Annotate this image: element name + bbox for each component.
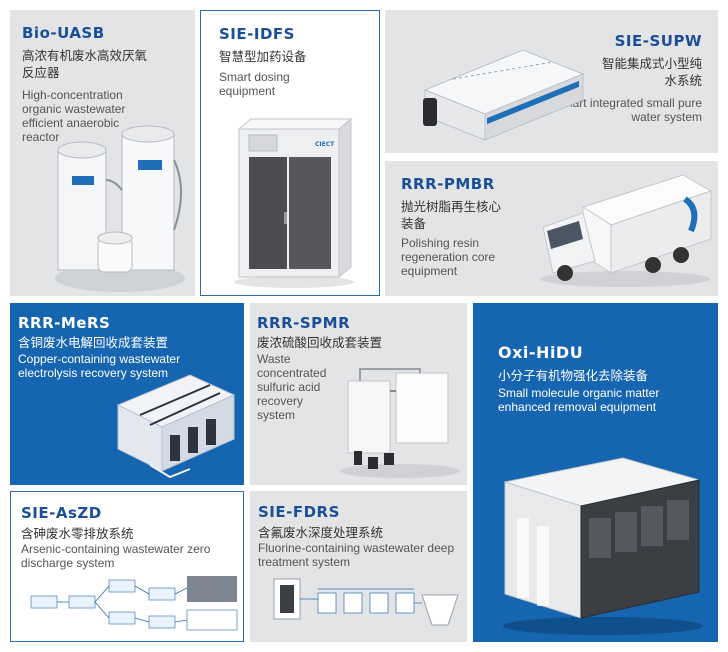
product-name-en: Polishing resin regeneration core equipm… [401,236,496,278]
product-code: SIE-SUPW [614,32,702,50]
card-rrr-pmbr: RRR-PMBR 抛光树脂再生核心装备 Polishing resin rege… [385,161,718,296]
product-name-cn: 含砷废水零排放系统 [21,526,134,541]
product-name-en: Small molecule organic matter enhanced r… [498,386,660,414]
card-bio-uasb: Bio-UASB 高浓有机废水高效厌氧反应器 High-concentratio… [10,10,195,296]
product-name-cn: 含氟废水深度处理系统 [258,525,384,540]
pure-water-system-illustration [423,49,585,141]
treatment-process-illustration [273,578,459,626]
product-name-cn: 小分子有机物强化去除装备 [498,368,649,383]
product-code: RRR-PMBR [401,175,495,193]
product-name-en: Waste concentrated sulfuric acid recover… [257,352,327,422]
acid-recovery-illustration [340,368,460,478]
card-sie-idfs: SIE-IDFS 智慧型加药设备 Smart dosing equipment … [200,10,380,296]
product-name-cn: 智慧型加药设备 [219,49,307,64]
product-name-cn: 抛光树脂再生核心装备 [401,199,502,231]
product-code: RRR-SPMR [257,314,351,332]
product-name-cn: 智能集成式小型纯水系统 [601,56,702,88]
product-name-cn: 含铜废水电解回收成套装置 [18,335,169,350]
product-name-en: Fluorine-containing wastewater deep trea… [258,541,455,569]
product-name-en: High-concentration organic wastewater ef… [22,88,126,144]
card-rrr-spmr: RRR-SPMR 废浓硫酸回收成套装置 Waste concentrated s… [250,303,467,485]
product-name-en: Copper-containing wastewater electrolysi… [18,352,181,380]
electrolysis-system-illustration [116,374,236,479]
product-code: SIE-IDFS [219,25,295,43]
product-code: Oxi-HiDU [498,343,584,362]
card-sie-fdrs: SIE-FDRS 含氟废水深度处理系统 Fluorine-containing … [250,491,467,642]
oxidation-equipment-illustration [503,457,703,635]
brand-logo: CIECT [315,141,335,148]
product-code: SIE-FDRS [258,503,340,521]
product-code: RRR-MeRS [18,314,111,332]
product-name-cn: 高浓有机废水高效厌氧反应器 [22,48,148,80]
card-sie-supw: SIE-SUPW 智能集成式小型纯水系统 Smart integrated sm… [385,10,718,153]
product-code: Bio-UASB [22,24,105,42]
product-code: SIE-AsZD [21,504,102,522]
product-name-en: Arsenic-containing wastewater zero disch… [21,542,211,570]
card-oxi-hidu: Oxi-HiDU 小分子有机物强化去除装备 Small molecule org… [473,303,718,642]
truck-illustration [540,174,713,287]
product-name-en: Smart dosing equipment [219,70,290,98]
product-name-cn: 废浓硫酸回收成套装置 [257,335,383,350]
dosing-cabinet-illustration: CIECT [234,117,354,288]
process-flow-diagram [30,576,238,631]
card-sie-aszd: SIE-AsZD 含砷废水零排放系统 Arsenic-containing wa… [10,491,244,642]
anaerobic-reactor-illustration [55,125,185,292]
product-name-en: Smart integrated small pure water system [554,96,702,124]
card-rrr-mers: RRR-MeRS 含铜废水电解回收成套装置 Copper-containing … [10,303,244,485]
